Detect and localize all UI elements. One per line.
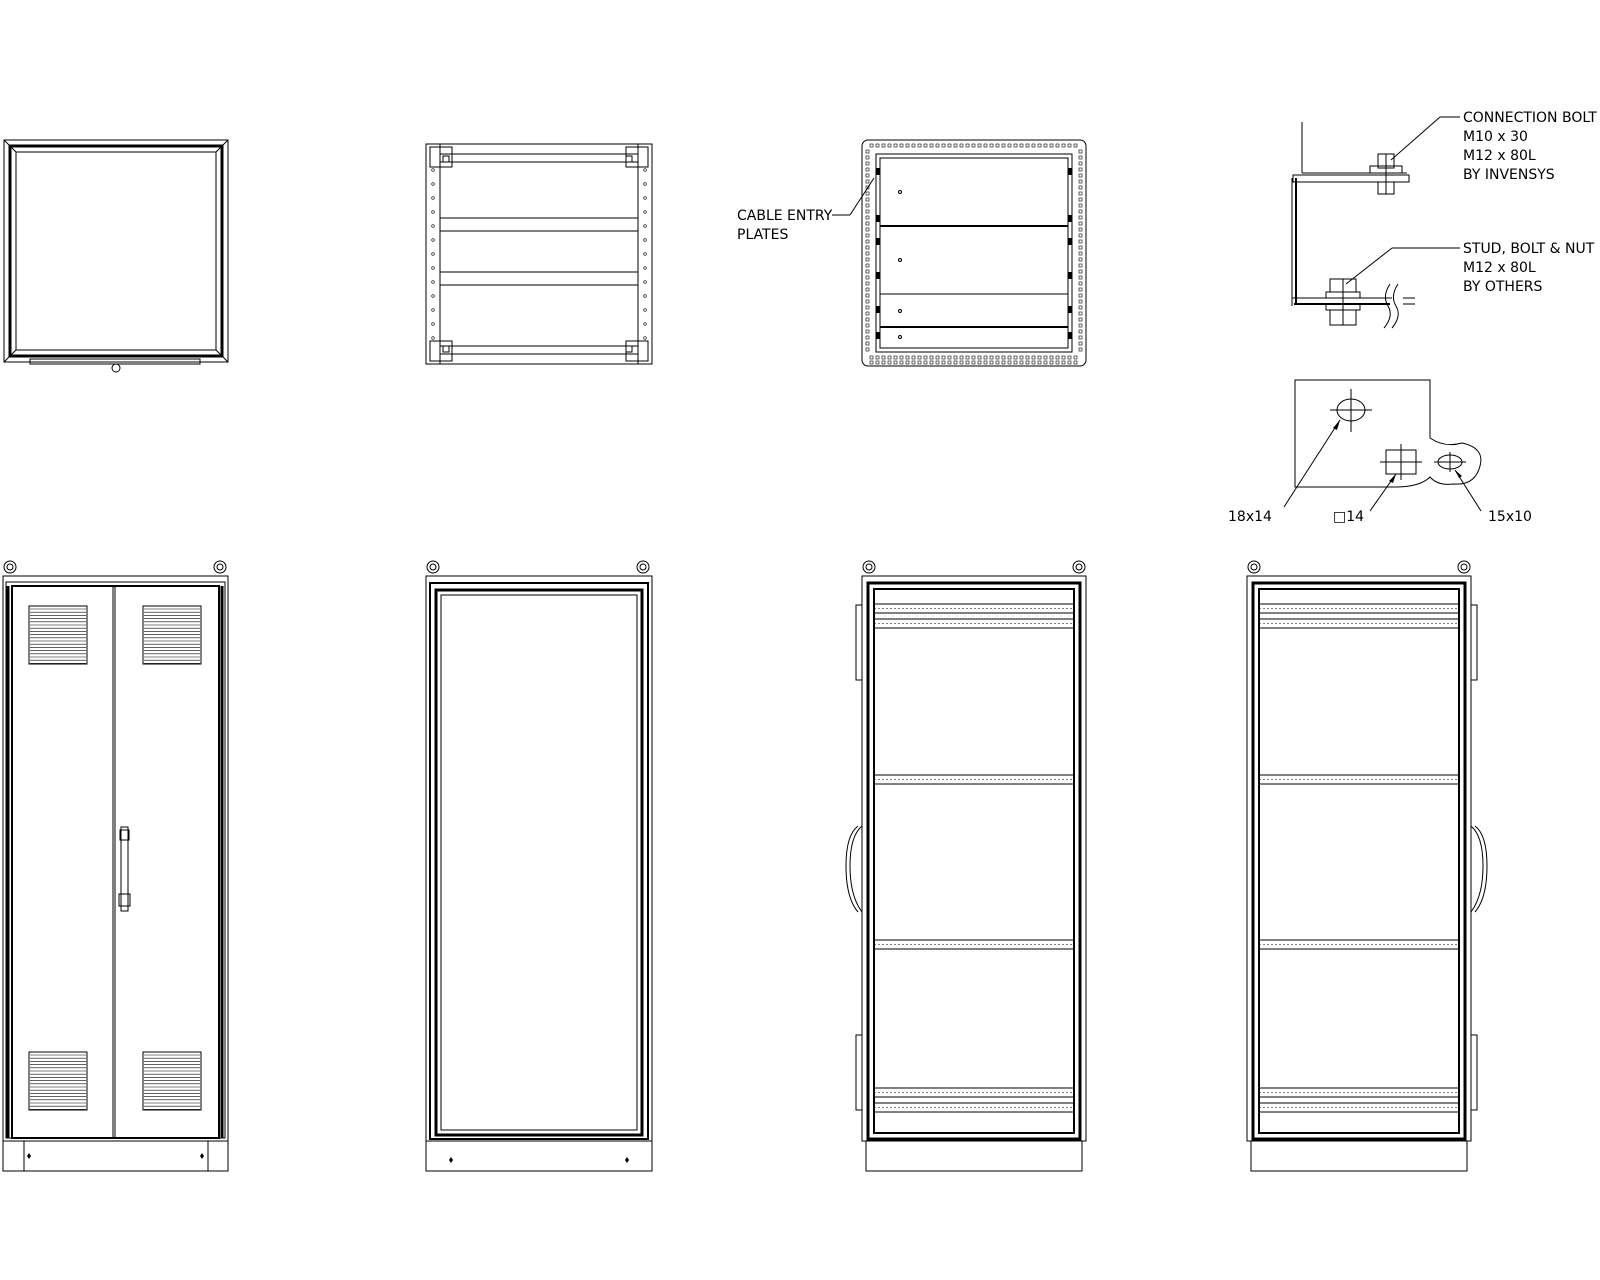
- connection-bolt-line-1: CONNECTION BOLT: [1463, 110, 1597, 126]
- stud-bolt-nut-line-1: STUD, BOLT & NUT: [1463, 241, 1595, 257]
- connection-bolt-callout: CONNECTION BOLT M10 x 30 M12 x 80L BY IN…: [1463, 110, 1597, 183]
- hole-oval-label: 18x14: [1228, 509, 1272, 525]
- hole-slot-label: 15x10: [1488, 509, 1532, 525]
- connection-bolt-line-4: BY INVENSYS: [1463, 167, 1555, 183]
- interior-elevation-left: [845, 560, 1087, 1172]
- cable-entry-label-line-2: PLATES: [737, 227, 788, 243]
- interior-elevation-right: [1246, 560, 1488, 1172]
- stud-bolt-nut-line-3: BY OTHERS: [1463, 279, 1543, 295]
- cable-entry-callout: CABLE ENTRY PLATES: [737, 177, 875, 243]
- cable-entry-label-line-1: CABLE ENTRY: [737, 208, 833, 224]
- plan-view-base: [861, 139, 1087, 367]
- stud-bolt-nut-line-2: M12 x 80L: [1463, 260, 1536, 276]
- hole-square-label: □14: [1333, 509, 1364, 525]
- connection-detail: [1291, 116, 1460, 329]
- front-elevation: [2, 560, 229, 1172]
- connection-bolt-line-3: M12 x 80L: [1463, 148, 1536, 164]
- plan-view-frame: [425, 143, 653, 365]
- connection-bolt-line-2: M10 x 30: [1463, 129, 1528, 145]
- plan-view-roof: [3, 139, 229, 373]
- side-elevation: [425, 560, 653, 1172]
- stud-bolt-nut-callout: STUD, BOLT & NUT M12 x 80L BY OTHERS: [1463, 241, 1595, 295]
- bracket-plate-detail: [1283, 379, 1482, 512]
